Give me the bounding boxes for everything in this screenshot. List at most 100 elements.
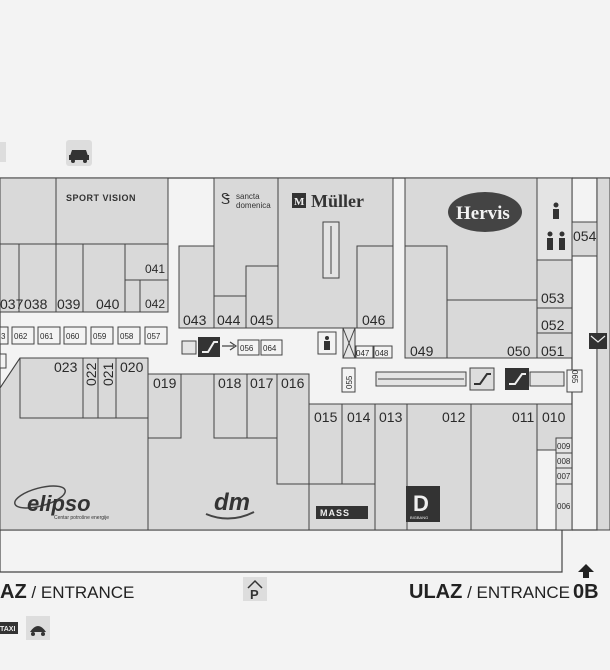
label-kiosk-008: 008 bbox=[557, 457, 571, 466]
label-011: 011 bbox=[512, 409, 535, 425]
store-016[interactable] bbox=[276, 373, 310, 485]
label-010: 010 bbox=[542, 409, 566, 425]
kiosk-064[interactable] bbox=[260, 339, 283, 356]
kiosk-056[interactable] bbox=[237, 339, 260, 356]
elevator-icon bbox=[317, 331, 337, 355]
store-051[interactable] bbox=[536, 332, 573, 359]
store-041-042[interactable] bbox=[124, 279, 141, 313]
label-020: 020 bbox=[120, 359, 144, 375]
label-052: 052 bbox=[541, 317, 565, 333]
store-013[interactable] bbox=[374, 403, 408, 531]
entrance-0b-bold: 0B bbox=[573, 581, 599, 603]
kiosk-055[interactable] bbox=[341, 367, 356, 393]
store-019b[interactable] bbox=[147, 373, 182, 439]
taxi-icon: TAXI bbox=[0, 622, 18, 634]
entrance-walkway bbox=[0, 530, 563, 573]
store-041[interactable] bbox=[124, 243, 169, 281]
kiosk-057[interactable] bbox=[144, 326, 168, 345]
label-kiosk-047: 047 bbox=[356, 349, 370, 358]
label-051: 051 bbox=[541, 343, 565, 359]
store-023[interactable] bbox=[19, 357, 84, 419]
svg-text:elipso: elipso bbox=[27, 491, 91, 516]
label-013: 013 bbox=[379, 409, 403, 425]
escalator-icon-right bbox=[505, 368, 529, 390]
kiosk-047[interactable] bbox=[355, 345, 374, 359]
kiosk-065[interactable] bbox=[566, 369, 583, 393]
kiosk-006[interactable] bbox=[555, 483, 573, 531]
label-037: 037 bbox=[0, 296, 24, 312]
label-kiosk-009: 009 bbox=[557, 442, 571, 451]
label-054: 054 bbox=[573, 228, 597, 244]
store-right-col[interactable] bbox=[596, 177, 610, 531]
label-043: 043 bbox=[183, 312, 207, 328]
svg-text:dm: dm bbox=[214, 489, 250, 516]
svg-text:Ꮥ: Ꮥ bbox=[221, 190, 230, 208]
label-045: 045 bbox=[250, 312, 274, 328]
label-015: 015 bbox=[314, 409, 338, 425]
kiosk-061[interactable] bbox=[37, 326, 61, 345]
entrance-left-bold: AZ bbox=[0, 581, 27, 603]
mail-icon bbox=[589, 333, 607, 349]
store-049[interactable] bbox=[404, 245, 448, 359]
store-043[interactable] bbox=[178, 245, 215, 329]
store-044[interactable] bbox=[213, 295, 247, 329]
label-021: 021 bbox=[100, 362, 116, 386]
dm-logo: dm bbox=[205, 489, 255, 520]
label-kiosk-061: 061 bbox=[40, 332, 54, 341]
kiosk-058[interactable] bbox=[117, 326, 141, 345]
kiosk-062[interactable] bbox=[11, 326, 35, 345]
label-046: 046 bbox=[362, 312, 386, 328]
svg-text:Centar potrošne energije: Centar potrošne energije bbox=[54, 515, 109, 521]
store-052[interactable] bbox=[536, 307, 573, 334]
svg-text:TAXI: TAXI bbox=[0, 626, 15, 633]
entrance-right-rest: / ENTRANCE bbox=[467, 583, 571, 602]
svg-text:Hervis: Hervis bbox=[456, 203, 510, 224]
label-016: 016 bbox=[281, 375, 305, 391]
store-053[interactable] bbox=[536, 259, 573, 309]
sport-vision-store[interactable] bbox=[55, 177, 169, 245]
svg-text:BIGBANG: BIGBANG bbox=[410, 515, 428, 520]
label-022: 022 bbox=[83, 362, 99, 386]
svg-text:Müller: Müller bbox=[311, 191, 364, 211]
label-kiosk-007: 007 bbox=[557, 472, 571, 481]
kiosk-row bbox=[0, 326, 583, 393]
store-020[interactable] bbox=[115, 357, 149, 419]
label-kiosk-062: 062 bbox=[14, 332, 28, 341]
label-017: 017 bbox=[250, 375, 274, 391]
bigbang-logo: D BIGBANG bbox=[406, 486, 440, 522]
label-012: 012 bbox=[442, 409, 466, 425]
store-017[interactable] bbox=[246, 373, 278, 439]
kiosk-059[interactable] bbox=[90, 326, 114, 345]
label-kiosk-060: 060 bbox=[66, 332, 80, 341]
store-038[interactable] bbox=[18, 243, 57, 313]
kiosk-left-small[interactable] bbox=[0, 353, 7, 369]
escalator-icon-mid bbox=[469, 367, 495, 391]
label-042: 042 bbox=[145, 297, 165, 311]
kiosk-060[interactable] bbox=[63, 326, 87, 345]
label-kiosk-059: 059 bbox=[93, 332, 107, 341]
label-kiosk-057: 057 bbox=[147, 332, 161, 341]
hervis-logo: Hervis bbox=[448, 192, 522, 232]
label-040: 040 bbox=[96, 296, 120, 312]
label-018: 018 bbox=[218, 375, 242, 391]
store-050[interactable] bbox=[446, 299, 538, 359]
label-039: 039 bbox=[57, 296, 81, 312]
store-046[interactable] bbox=[356, 245, 394, 329]
svg-text:domenica: domenica bbox=[236, 201, 271, 210]
kiosk-063[interactable] bbox=[0, 326, 9, 345]
label-014: 014 bbox=[347, 409, 371, 425]
sancta-domenica-logo: Ꮥ sancta domenica bbox=[221, 190, 271, 210]
svg-text:SPORT VISION: SPORT VISION bbox=[66, 193, 136, 203]
label-023: 023 bbox=[54, 359, 78, 375]
turtle-car-icon bbox=[26, 616, 50, 640]
store-011[interactable] bbox=[470, 403, 538, 531]
label-044: 044 bbox=[217, 312, 241, 328]
label-kiosk-048: 048 bbox=[375, 349, 389, 358]
label-050: 050 bbox=[507, 343, 531, 359]
kiosk-048[interactable] bbox=[373, 345, 393, 359]
label-kiosk-065: 065 bbox=[570, 370, 579, 384]
sport-vision-logo: SPORT VISION bbox=[66, 193, 136, 203]
toilet-icon bbox=[547, 202, 565, 250]
store-042[interactable] bbox=[139, 279, 169, 313]
